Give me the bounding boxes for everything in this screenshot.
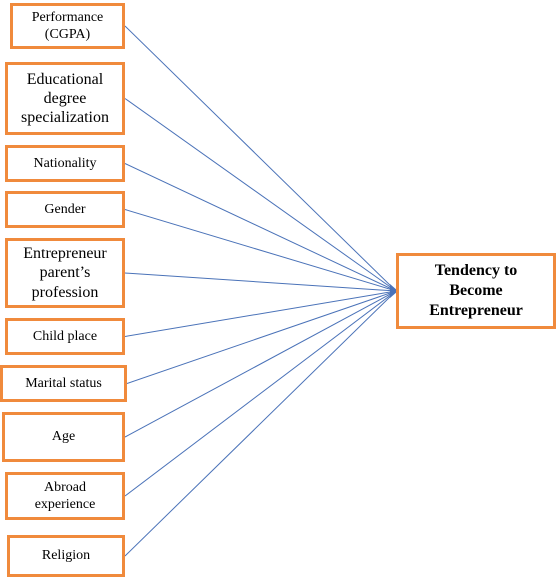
factor-box-educational-degree: Educational degree specialization [5, 62, 125, 135]
connector-line-1 [124, 25, 397, 292]
factor-box-child-place: Child place [5, 318, 125, 355]
connector-line-6 [124, 290, 397, 337]
connector-line-3 [124, 163, 397, 292]
factor-box-religion: Religion [7, 535, 125, 577]
connector-line-2 [124, 98, 397, 292]
factor-box-performance: Performance (CGPA) [10, 3, 125, 49]
factor-box-gender: Gender [5, 191, 125, 228]
connector-line-7 [126, 290, 397, 384]
connector-line-5 [124, 272, 397, 292]
factor-box-nationality: Nationality [5, 145, 125, 182]
factor-box-abroad-experience: Abroad experience [5, 472, 125, 520]
connector-line-4 [124, 209, 397, 292]
connector-line-10 [124, 290, 397, 557]
factor-box-entrepreneur-parent: Entrepreneur parent’s profession [5, 238, 125, 308]
outcome-box-tendency: Tendency to Become Entrepreneur [396, 253, 556, 329]
connector-line-9 [124, 290, 397, 497]
factor-box-age: Age [2, 412, 125, 462]
arrow-head [390, 284, 398, 298]
factor-box-marital-status: Marital status [0, 365, 127, 402]
connector-line-8 [124, 290, 397, 438]
